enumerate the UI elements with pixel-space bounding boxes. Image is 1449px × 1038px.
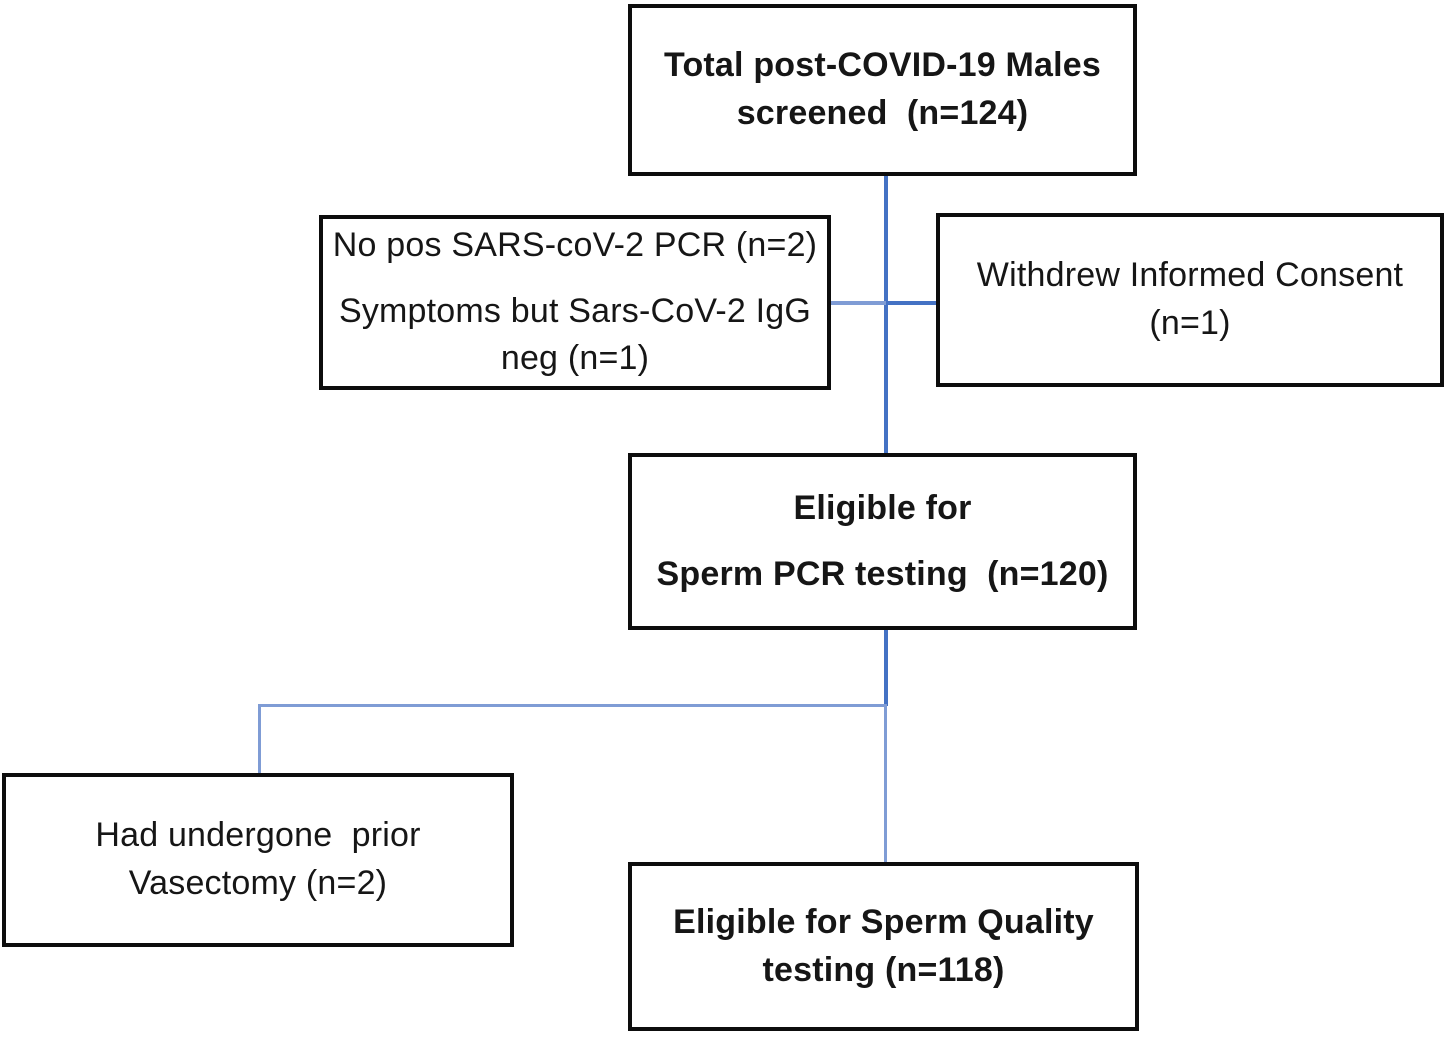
- node-prior-vasectomy-label: Had undergone prior Vasectomy (n=2): [95, 816, 421, 902]
- node-eligible-sperm-pcr: Eligible for Sperm PCR testing (n=120): [628, 453, 1137, 630]
- node-withdrew-consent-label: Withdrew Informed Consent (n=1): [976, 256, 1404, 342]
- node-excluded-screening: No pos SARS-coV-2 PCR (n=2) Symptoms but…: [319, 215, 831, 390]
- node-withdrew-consent: Withdrew Informed Consent (n=1): [936, 213, 1444, 387]
- node-eligible-sperm-quality: Eligible for Sperm Quality testing (n=11…: [628, 862, 1139, 1031]
- connector-branch-to-excluded-screening: [831, 301, 886, 305]
- node-total-screened-label: Total post-COVID-19 Males screened (n=12…: [664, 46, 1101, 132]
- connector-branch-to-withdrew: [886, 301, 936, 305]
- node-eligible-sperm-pcr-line2: Sperm PCR testing (n=120): [656, 554, 1109, 593]
- node-eligible-sperm-pcr-line1: Eligible for: [793, 488, 972, 527]
- connector-screened-to-eligible-pcr: [884, 176, 888, 453]
- node-excluded-screening-line2: Symptoms but Sars-CoV-2 IgG neg (n=1): [338, 291, 812, 378]
- node-prior-vasectomy: Had undergone prior Vasectomy (n=2): [2, 773, 514, 947]
- node-eligible-sperm-quality-label: Eligible for Sperm Quality testing (n=11…: [673, 902, 1094, 989]
- connector-eligible-pcr-stem: [884, 630, 888, 706]
- node-total-screened: Total post-COVID-19 Males screened (n=12…: [628, 4, 1137, 176]
- node-excluded-screening-line1: No pos SARS-coV-2 PCR (n=2): [332, 226, 818, 265]
- connector-to-eligible-quality: [884, 704, 887, 863]
- connector-elbow-to-vasectomy: [258, 704, 261, 774]
- connector-elbow-horizontal: [258, 704, 887, 707]
